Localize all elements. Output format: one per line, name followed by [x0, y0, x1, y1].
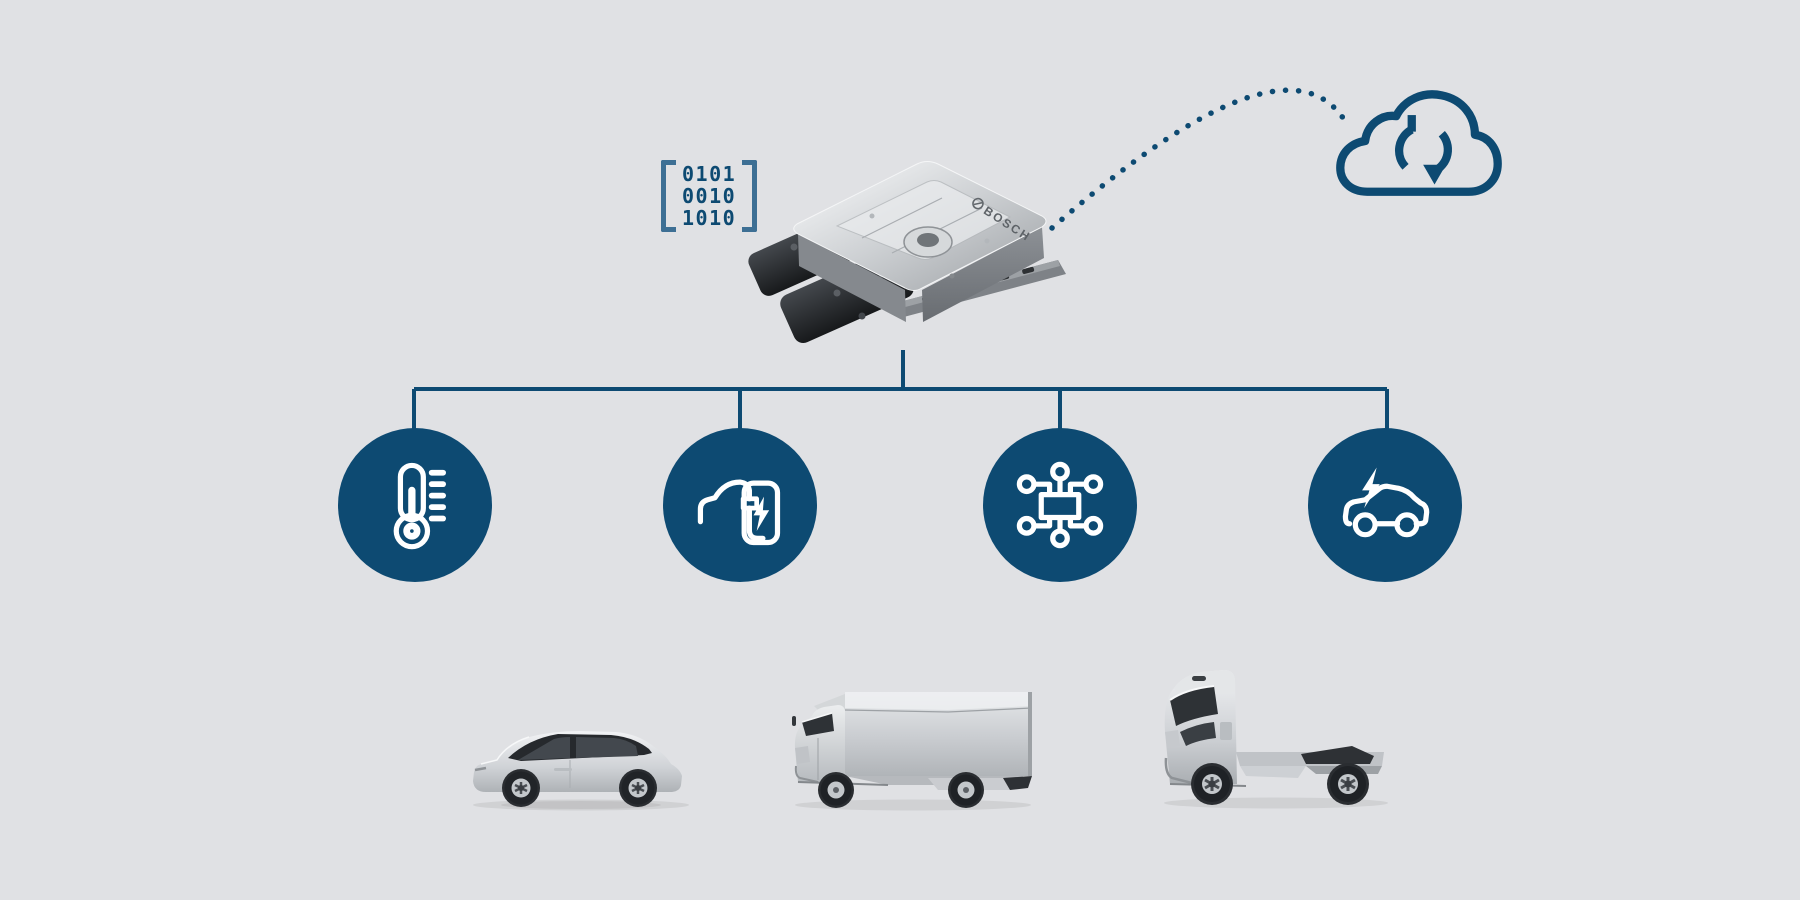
bracket-right	[742, 160, 758, 232]
network-chip-icon	[1016, 461, 1104, 549]
binary-row-2: 0010	[682, 184, 737, 208]
binary-code-icon: 0101 0010 1010	[661, 160, 758, 232]
cloud-sync-icon	[1336, 90, 1502, 196]
node-network	[983, 428, 1137, 582]
thermometer-icon	[393, 462, 446, 550]
box-truck	[792, 692, 1033, 811]
binary-row-3: 1010	[682, 206, 737, 230]
node-charging	[663, 428, 817, 582]
ev-charging-icon	[697, 479, 781, 546]
electric-car-icon	[1342, 467, 1430, 538]
cloud-outline	[1336, 90, 1502, 196]
node-thermal	[338, 428, 492, 582]
vehicle-control-unit: BOSCH	[748, 161, 1066, 343]
binary-row-1: 0101	[682, 162, 737, 186]
ecu-housing	[793, 161, 1047, 322]
bracket-left	[661, 160, 676, 232]
node-ecar	[1308, 428, 1462, 582]
dotted-cloud-arc	[1049, 87, 1351, 231]
semi-truck-tractor	[1164, 670, 1388, 809]
tree-connector-lines	[412, 350, 1389, 432]
sync-arrows-icon	[1395, 115, 1452, 185]
binary-rows: 0101 0010 1010	[676, 160, 742, 232]
hatchback-car	[473, 731, 689, 811]
